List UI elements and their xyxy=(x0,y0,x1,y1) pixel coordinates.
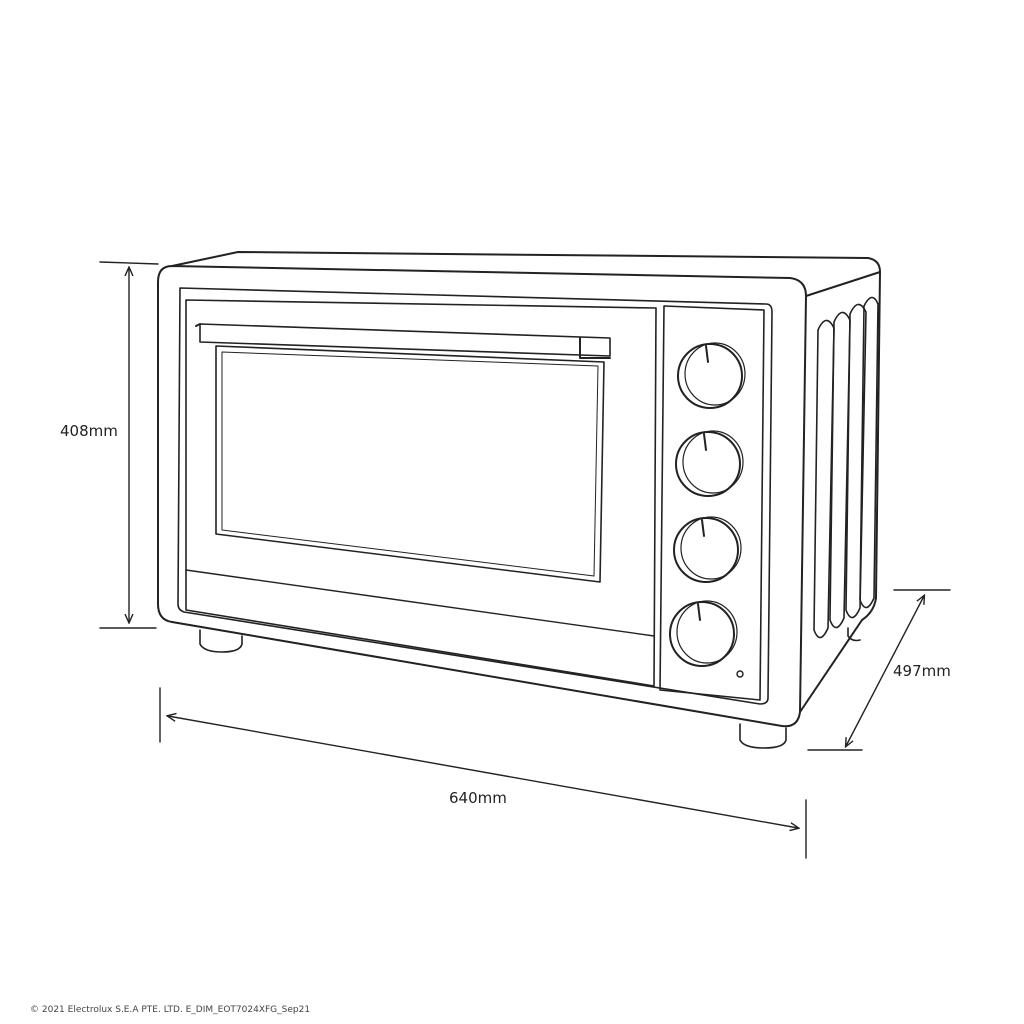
door-handle xyxy=(195,323,611,359)
indicator-light xyxy=(736,670,744,678)
depth-label: 497mm xyxy=(893,662,951,680)
knob-2 xyxy=(675,430,744,497)
width-label: 640mm xyxy=(449,789,507,807)
copyright-footer: © 2021 Electrolux S.E.A PTE. LTD. E_DIM_… xyxy=(30,1005,311,1015)
door-window xyxy=(215,345,605,583)
knob-4 xyxy=(669,600,738,667)
control-panel xyxy=(659,305,765,701)
side-vents xyxy=(813,296,879,639)
height-label: 408mm xyxy=(60,422,118,440)
height-dimension xyxy=(99,261,159,629)
width-dimension xyxy=(159,687,807,859)
oven-body xyxy=(157,251,881,728)
depth-dimension xyxy=(807,589,951,751)
oven-door xyxy=(185,299,657,687)
knob-3 xyxy=(673,516,742,583)
knob-1 xyxy=(677,342,746,409)
